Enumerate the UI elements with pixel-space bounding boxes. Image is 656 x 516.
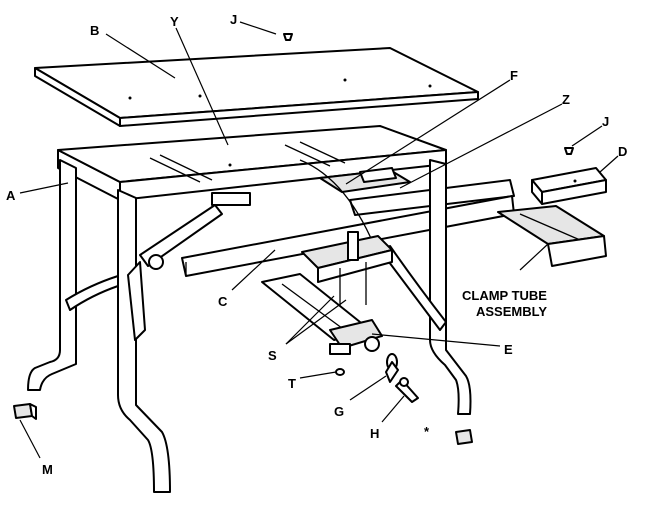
label-h: H bbox=[370, 426, 379, 441]
foot-cap-right bbox=[455, 429, 473, 445]
right-leg-assembly bbox=[299, 159, 472, 415]
label-a: A bbox=[6, 188, 16, 203]
label-j-top: J bbox=[230, 12, 237, 27]
label-t: T bbox=[288, 376, 296, 391]
center-block bbox=[301, 231, 393, 310]
label-d: D bbox=[618, 144, 627, 159]
top-board-b bbox=[34, 47, 479, 127]
label-z: Z bbox=[562, 92, 570, 107]
clamp-block-d bbox=[531, 167, 607, 205]
label-m: M bbox=[42, 462, 53, 477]
left-leg-assembly bbox=[27, 159, 223, 493]
screw-j-right bbox=[564, 147, 574, 155]
label-b: B bbox=[90, 23, 99, 38]
part-t bbox=[335, 368, 345, 376]
label-c: C bbox=[218, 294, 228, 309]
clamp-slide-e bbox=[261, 273, 383, 355]
leader-lines bbox=[19, 21, 619, 459]
part-g bbox=[385, 353, 399, 383]
foot-cap-m bbox=[13, 403, 37, 420]
label-j-right: J bbox=[602, 114, 609, 129]
label-g: G bbox=[334, 404, 344, 419]
label-f: F bbox=[510, 68, 518, 83]
label-s: S bbox=[268, 348, 277, 363]
part-h bbox=[395, 377, 419, 403]
label-e: E bbox=[504, 342, 513, 357]
label-asterisk: * bbox=[424, 424, 430, 439]
screw-j-top bbox=[283, 33, 293, 41]
callout-labels: B Y J A F Z J D C CLAMP TUBE ASSEMBLY S … bbox=[6, 12, 627, 477]
table-frame-a bbox=[57, 125, 447, 206]
label-y: Y bbox=[170, 14, 179, 29]
label-clamp-tube: CLAMP TUBE bbox=[462, 288, 547, 303]
clamp-tube-channel bbox=[497, 205, 607, 267]
label-assembly: ASSEMBLY bbox=[476, 304, 547, 319]
